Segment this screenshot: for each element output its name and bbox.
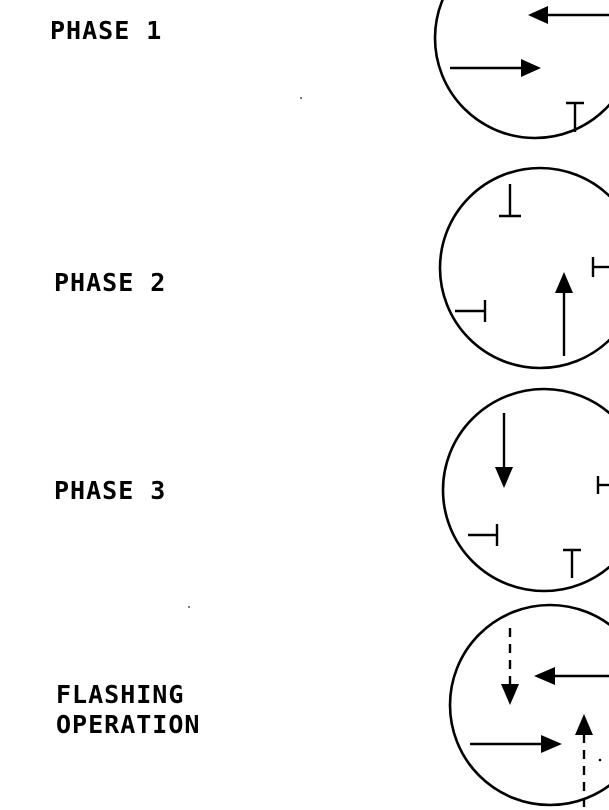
flashing-dashed-up-arrow	[575, 714, 593, 807]
flashing-circle	[448, 603, 609, 807]
flashing-dashed-down-arrow	[501, 628, 519, 705]
phase-1-stop-bar	[566, 101, 584, 132]
flashing-circle-diagram	[448, 603, 609, 807]
phase-1-circle-diagram	[433, 0, 609, 140]
scan-speck	[300, 97, 302, 99]
phase-2-stop-bar-right	[591, 257, 609, 277]
scan-speck	[598, 758, 602, 762]
phase-1-label-line: PHASE 1	[50, 16, 163, 45]
flashing-left-arrow	[534, 667, 609, 685]
phase-3-circle-diagram	[441, 387, 609, 593]
flashing-label-line-1: FLASHING	[56, 680, 185, 709]
phase-3-circle	[441, 387, 609, 593]
phase-1-label: PHASE 1	[50, 16, 162, 46]
phase-2-label-line: PHASE 2	[54, 268, 167, 297]
phase-2-circle	[438, 166, 609, 370]
phase-3-label-line: PHASE 3	[54, 476, 167, 505]
phase-1-left-arrow	[528, 6, 609, 24]
phase-3-down-arrow	[495, 413, 513, 488]
phase-2-up-arrow	[555, 272, 573, 356]
flashing-label-line-2: OPERATION	[56, 710, 201, 739]
phase-2-stop-bar-top	[499, 184, 521, 218]
phase-2-stop-bar-left	[455, 300, 487, 322]
phase-2-circle-diagram	[438, 166, 609, 370]
phase-2-label: PHASE 2	[54, 268, 166, 298]
flashing-operation-label: FLASHING OPERATION	[56, 680, 200, 740]
phase-3-label: PHASE 3	[54, 476, 166, 506]
phase-1-right-arrow	[450, 59, 541, 77]
phase-3-stop-bar-left	[468, 524, 499, 546]
scan-speck	[188, 606, 190, 608]
phase-3-stop-bar-right	[596, 476, 609, 494]
phase-1-circle	[433, 0, 609, 140]
phase-3-stop-bar-bottom	[563, 548, 581, 578]
flashing-right-arrow	[470, 735, 562, 753]
